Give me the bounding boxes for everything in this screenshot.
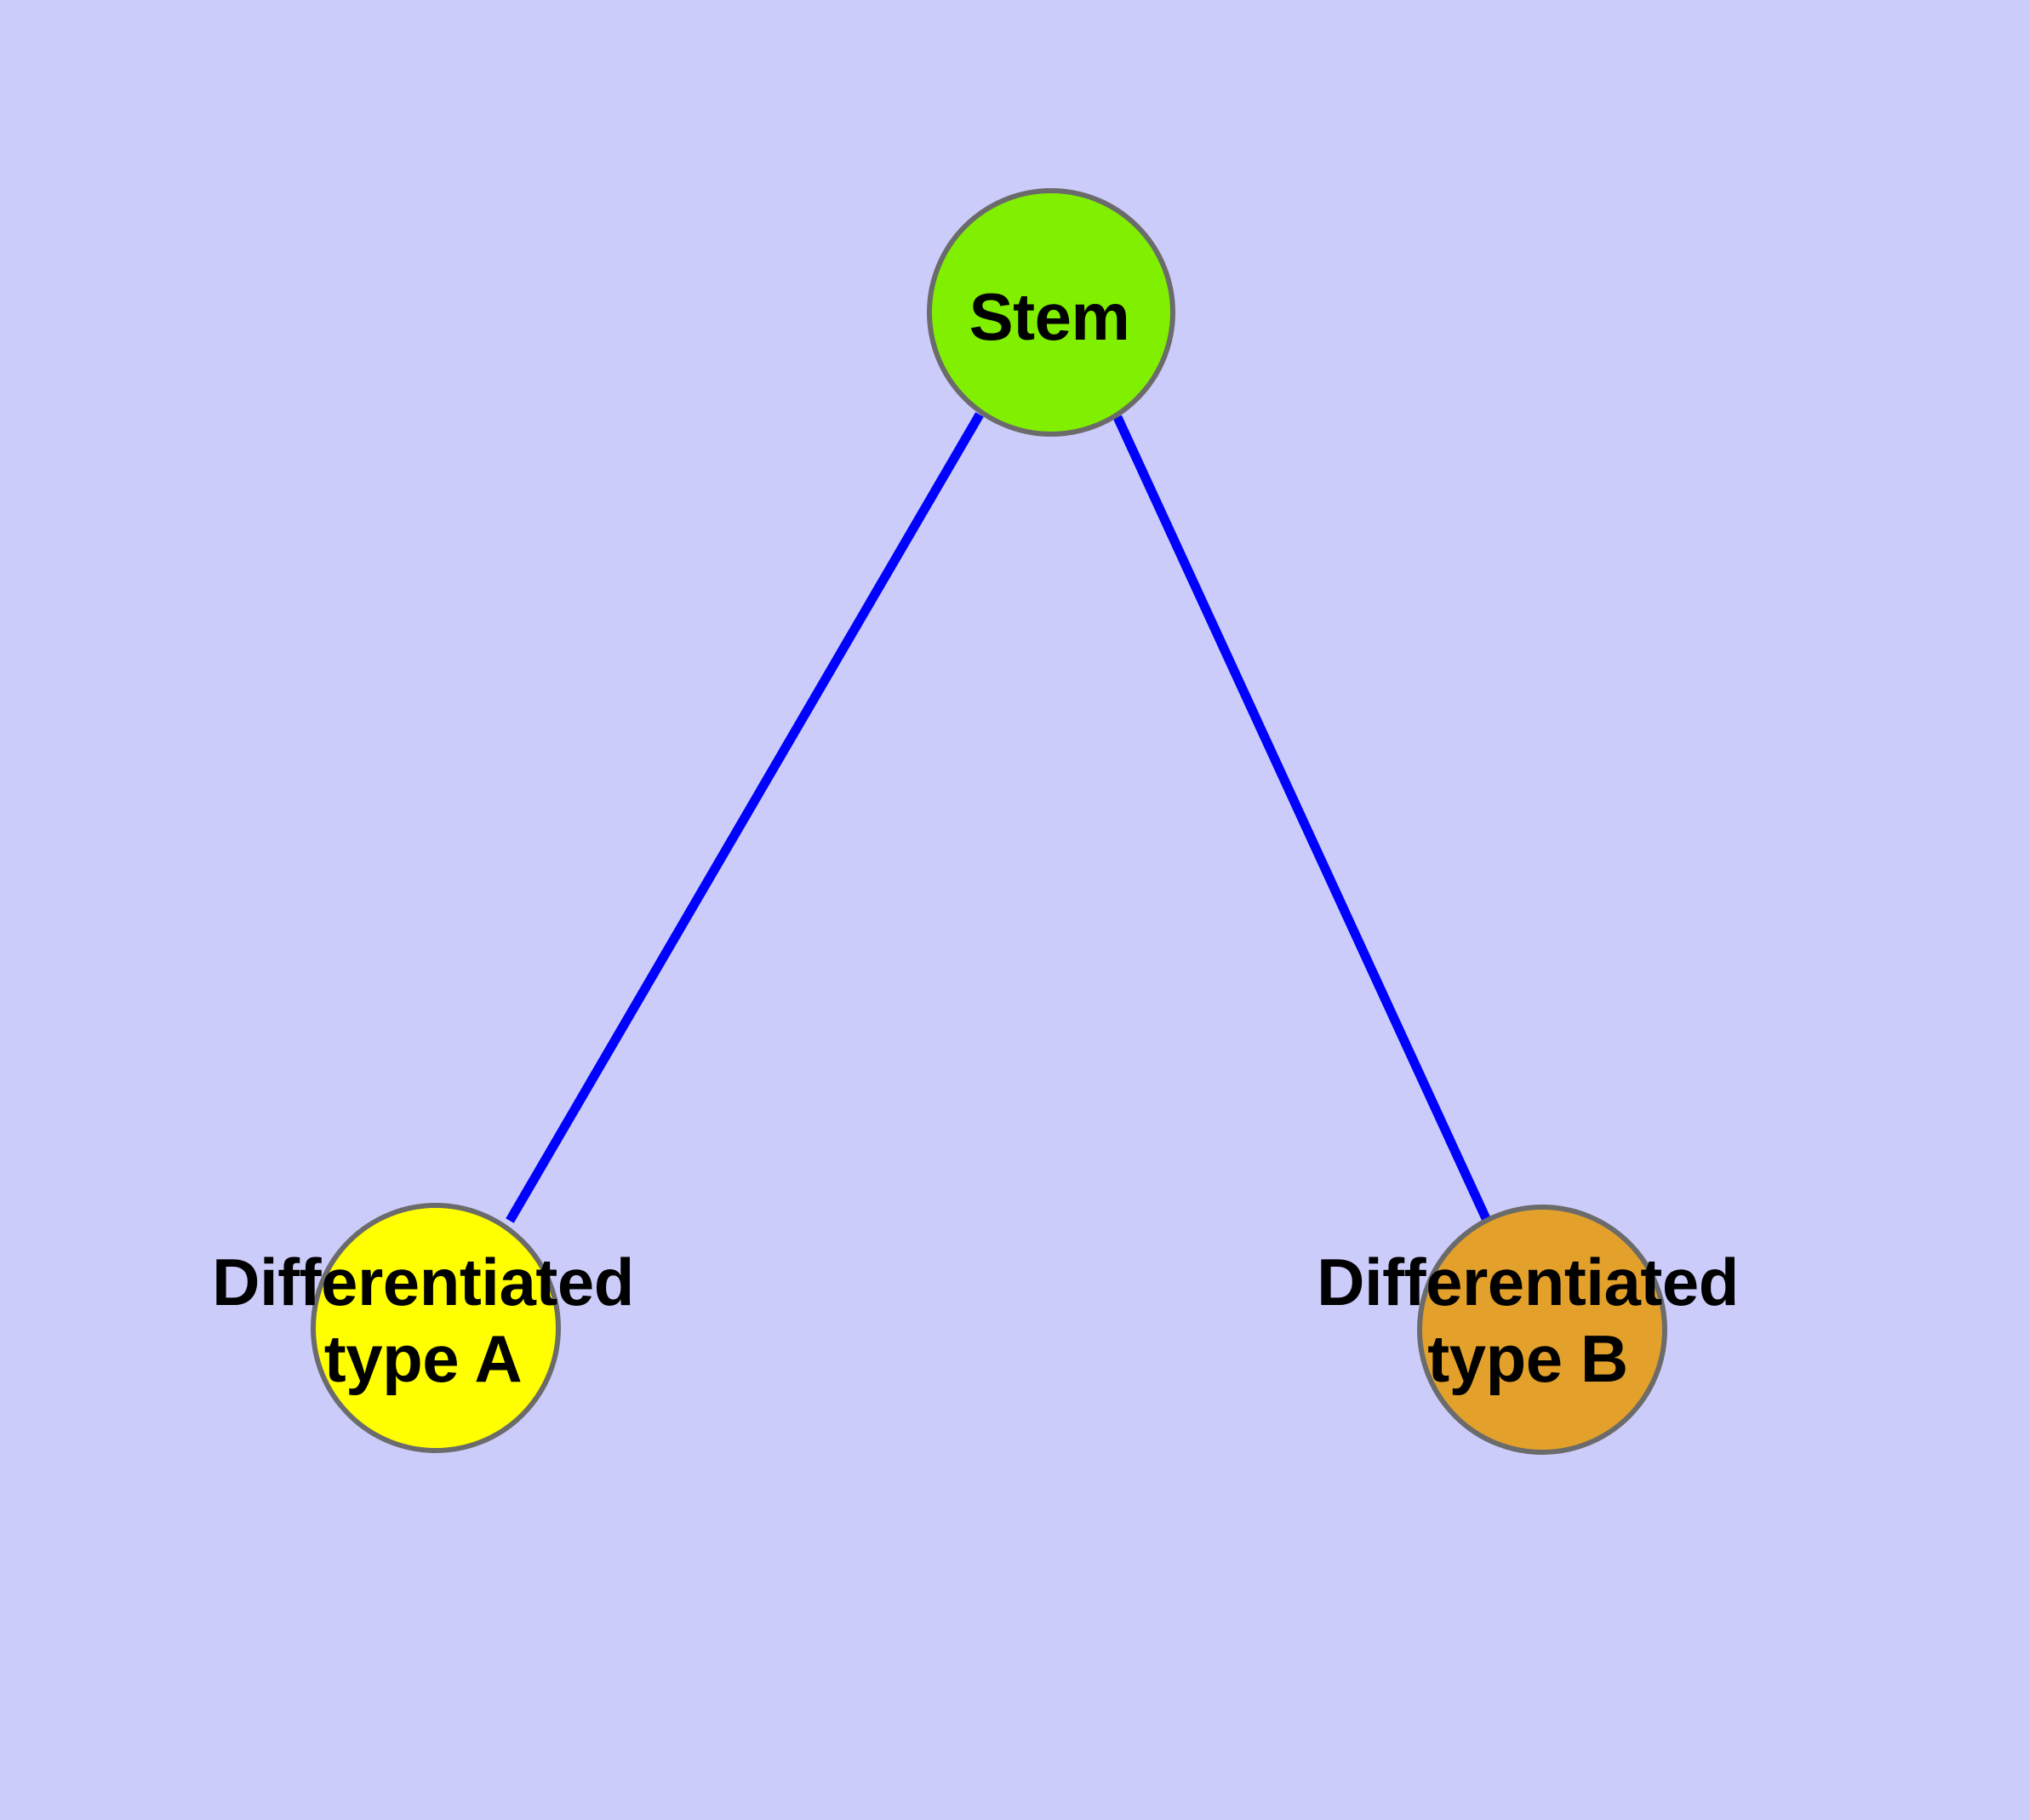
node-label-line: Differentiated	[212, 1244, 634, 1319]
node-label-line: type B	[1427, 1320, 1628, 1396]
node-label-stem: Stem	[454, 278, 1645, 355]
node-label-line: Differentiated	[1317, 1244, 1739, 1319]
node-diff-a[interactable]	[311, 1203, 561, 1453]
node-stem[interactable]	[927, 188, 1175, 437]
node-label-line: Stem	[969, 278, 1130, 354]
edge-stem-to-diff-b[interactable]	[1113, 415, 1493, 1227]
edge-stem-to-diff-a[interactable]	[506, 412, 984, 1223]
node-label-line: type A	[323, 1320, 523, 1396]
node-diff-b[interactable]	[1417, 1205, 1667, 1455]
